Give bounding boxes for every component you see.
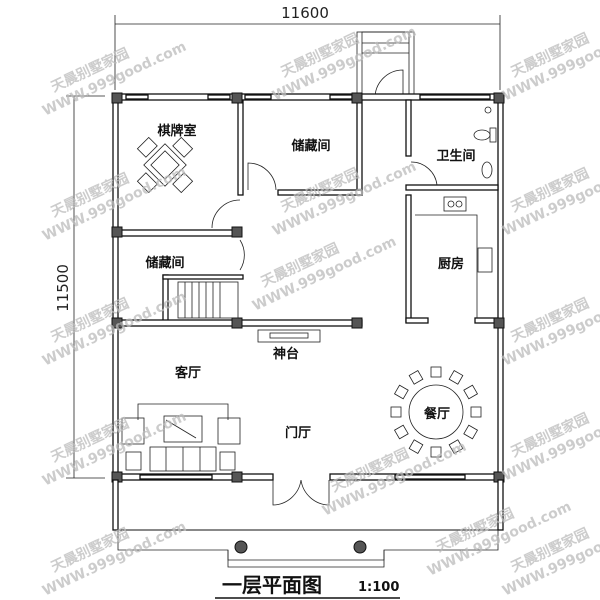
dining-chair — [448, 439, 464, 455]
porch — [112, 479, 504, 568]
room-label-storage-lower: 储藏间 — [144, 255, 184, 271]
room-label-living-room: 客厅 — [175, 365, 201, 381]
room-label-altar: 神台 — [273, 346, 299, 362]
dining-chair — [463, 424, 479, 440]
columns — [111, 92, 505, 483]
dining-chair — [393, 384, 409, 400]
sofa-set — [121, 403, 241, 472]
round-table — [408, 384, 464, 440]
room-label-kitchen: 厨房 — [438, 256, 464, 272]
dining-chair — [430, 446, 442, 458]
interior-stair — [177, 281, 239, 319]
dining-chair — [430, 366, 442, 378]
dining-chair — [448, 369, 464, 385]
drawing-title: 一层平面图 — [222, 573, 322, 597]
room-label-foyer: 门厅 — [285, 425, 311, 441]
altar-table — [257, 329, 321, 343]
room-label-dining-room: 餐厅 — [423, 406, 450, 422]
room-label-chess-room: 棋牌室 — [156, 123, 196, 139]
dimension-left: 11500 — [54, 95, 105, 479]
drawing-scale: 1:100 — [358, 580, 399, 595]
dining-chair — [470, 406, 482, 418]
room-label-bathroom: 卫生间 — [436, 148, 475, 164]
mahjong-table — [136, 136, 194, 194]
dining-chair — [408, 369, 424, 385]
porch-column — [234, 540, 248, 554]
dimension-height-label: 11500 — [54, 264, 72, 312]
dimension-width-label: 11600 — [281, 4, 329, 22]
dining-chair — [463, 384, 479, 400]
dining-table — [390, 366, 482, 458]
dining-chair — [393, 424, 409, 440]
bathroom-fixtures — [473, 106, 497, 179]
dimension-top: 11600 — [114, 4, 501, 90]
doors — [211, 161, 438, 506]
kitchen-fixtures — [415, 196, 493, 318]
porch-column — [353, 540, 367, 554]
dining-chair — [408, 439, 424, 455]
room-label-storage-upper: 储藏间 — [290, 138, 330, 154]
dining-chair — [390, 406, 402, 418]
